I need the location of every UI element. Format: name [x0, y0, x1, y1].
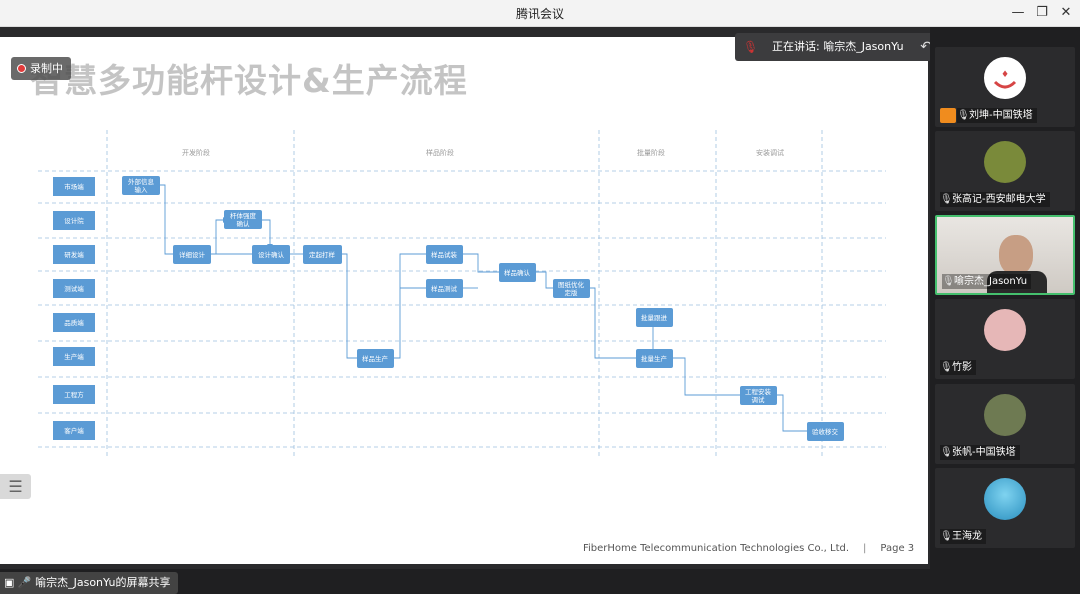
recording-indicator[interactable]: 录制中 — [11, 57, 71, 80]
minimize-icon[interactable]: — — [1011, 5, 1025, 20]
lane-label: 客户端 — [64, 426, 84, 435]
screen-icon: ▣ — [4, 576, 15, 589]
avatar — [984, 478, 1026, 520]
flow-node-label: 样品测试 — [431, 284, 458, 293]
flow-node-label: 详细设计 — [179, 250, 206, 259]
mic-icon: 🎙 — [940, 447, 953, 458]
avatar — [984, 394, 1026, 436]
footer-page: Page 3 — [880, 543, 915, 554]
list-icon[interactable]: ☰ — [0, 474, 31, 499]
avatar — [984, 309, 1026, 351]
lane-label: 品质端 — [64, 318, 84, 327]
lane-box — [53, 211, 95, 230]
phase-label: 开发阶段 — [182, 148, 210, 157]
lane-label: 设计院 — [64, 216, 84, 225]
speaking-indicator: 🎙 正在讲话: 喻宗杰_JasonYu ↶ — [735, 33, 938, 61]
flow-node-label: 确认 — [237, 219, 251, 228]
maximize-icon[interactable]: ❐ — [1036, 5, 1048, 20]
participant-name: 🎙张帆-中国铁塔 — [940, 445, 1020, 460]
window-title: 腾讯会议 — [515, 7, 564, 21]
mic-icon: 🎙 — [940, 194, 953, 205]
flow-node-label: 外部信息 — [128, 177, 155, 186]
flow-node-label: 工程安装 — [745, 387, 772, 396]
participant-sidebar: ♦ 🎙刘坤-中国铁塔 🎙张高记-西安邮电大学 🎙喻宗杰_JasonYu 🎙竹影 … — [930, 27, 1080, 569]
participant-tile[interactable]: 🎙张高记-西安邮电大学 — [935, 131, 1075, 211]
slide-title: 智慧多功能杆设计&生产流程 — [30, 61, 468, 100]
screen-share-name: 喻宗杰_JasonYu的屏幕共享 — [35, 576, 171, 589]
lane-box — [53, 177, 95, 196]
flow-node-label: 验收移交 — [812, 427, 839, 436]
mic-icon: 🎙 — [942, 276, 955, 287]
participant-name-text: 张帆-中国铁塔 — [952, 447, 1016, 458]
mic-icon: 🎙 — [940, 531, 953, 542]
host-icon — [940, 108, 956, 123]
flow-node-label: 样品试装 — [431, 250, 458, 259]
mic-icon: 🎙 — [940, 362, 953, 373]
svg-text:♦: ♦ — [1001, 70, 1009, 80]
flow-node-label: 批量跟进 — [641, 313, 668, 322]
recording-label: 录制中 — [30, 62, 63, 75]
participant-name-text: 竹影 — [952, 362, 972, 373]
slide-footer: FiberHome Telecommunication Technologies… — [583, 543, 914, 554]
shared-screen: 智慧多功能杆设计&生产流程 — [0, 27, 930, 594]
flow-node-label: 定版 — [565, 288, 579, 297]
participant-tile[interactable]: 🎙张帆-中国铁塔 — [935, 384, 1075, 464]
close-icon[interactable]: ✕ — [1060, 5, 1072, 20]
participant-tile[interactable]: 🎙王海龙 — [935, 468, 1075, 548]
back-icon[interactable]: ↶ — [920, 39, 932, 55]
lane-label: 生产端 — [64, 352, 84, 361]
flowchart: 开发阶段 样品阶段 批量阶段 安装调试 市场端 设计院 研发端 测试端 品质端 … — [38, 130, 886, 457]
lane-label: 测试端 — [64, 284, 84, 293]
avatar — [984, 141, 1026, 183]
participant-name: 🎙刘坤-中国铁塔 — [957, 108, 1037, 123]
mic-icon: 🎤 — [17, 576, 32, 589]
lane-label: 工程方 — [64, 390, 84, 399]
participant-name: 🎙竹影 — [940, 360, 976, 375]
flow-node-label: 批量生产 — [641, 354, 668, 363]
window-titlebar: 腾讯会议 — ❐ ✕ — [0, 0, 1080, 27]
lane-box — [53, 421, 95, 440]
lane-box — [53, 347, 95, 366]
footer-separator: | — [863, 543, 867, 554]
mic-icon: 🎙 — [957, 110, 970, 121]
flow-node-label: 设计确认 — [258, 250, 285, 259]
participant-name-text: 张高记-西安邮电大学 — [952, 194, 1046, 205]
avatar-image: ♦ — [988, 61, 1022, 95]
flow-node-label: 调试 — [752, 395, 766, 404]
participant-name: 🎙王海龙 — [940, 529, 986, 544]
participant-name: 🎙张高记-西安邮电大学 — [940, 192, 1050, 207]
flow-node-label: 样品确认 — [504, 268, 531, 277]
lane-box — [53, 245, 95, 264]
participant-name-text: 王海龙 — [952, 531, 982, 542]
flow-node-label: 图纸优化 — [558, 280, 585, 289]
lane-box — [53, 385, 95, 404]
person-body — [987, 271, 1047, 293]
slide: 智慧多功能杆设计&生产流程 — [0, 37, 928, 564]
phase-label: 安装调试 — [756, 148, 784, 157]
person-face — [999, 235, 1033, 275]
flow-node-label: 杆体强度 — [230, 211, 257, 220]
participant-name-text: 刘坤-中国铁塔 — [969, 110, 1033, 121]
flow-node-label: 输入 — [135, 185, 149, 194]
participant-tile[interactable]: ♦ 🎙刘坤-中国铁塔 — [935, 47, 1075, 127]
avatar: ♦ — [984, 57, 1026, 99]
phase-label: 批量阶段 — [637, 148, 665, 157]
footer-company: FiberHome Telecommunication Technologies… — [583, 543, 850, 554]
mic-icon: 🎙 — [743, 40, 759, 54]
record-icon — [17, 64, 26, 73]
participant-tile-active[interactable]: 🎙喻宗杰_JasonYu — [935, 215, 1075, 295]
phase-label: 样品阶段 — [426, 148, 454, 157]
participant-tile[interactable]: 🎙竹影 — [935, 299, 1075, 379]
participant-name-text: 喻宗杰_JasonYu — [954, 276, 1028, 287]
lane-box — [53, 279, 95, 298]
speaking-label: 正在讲话: 喻宗杰_JasonYu — [772, 40, 904, 53]
lane-label: 研发端 — [64, 250, 84, 259]
flow-node-label: 样品生产 — [362, 354, 389, 363]
lane-label: 市场端 — [64, 182, 84, 191]
participant-name: 🎙喻宗杰_JasonYu — [942, 274, 1032, 289]
screen-share-label: ▣ 🎤 喻宗杰_JasonYu的屏幕共享 — [0, 572, 179, 594]
flow-node-label: 定起打样 — [309, 250, 336, 259]
lane-box — [53, 313, 95, 332]
